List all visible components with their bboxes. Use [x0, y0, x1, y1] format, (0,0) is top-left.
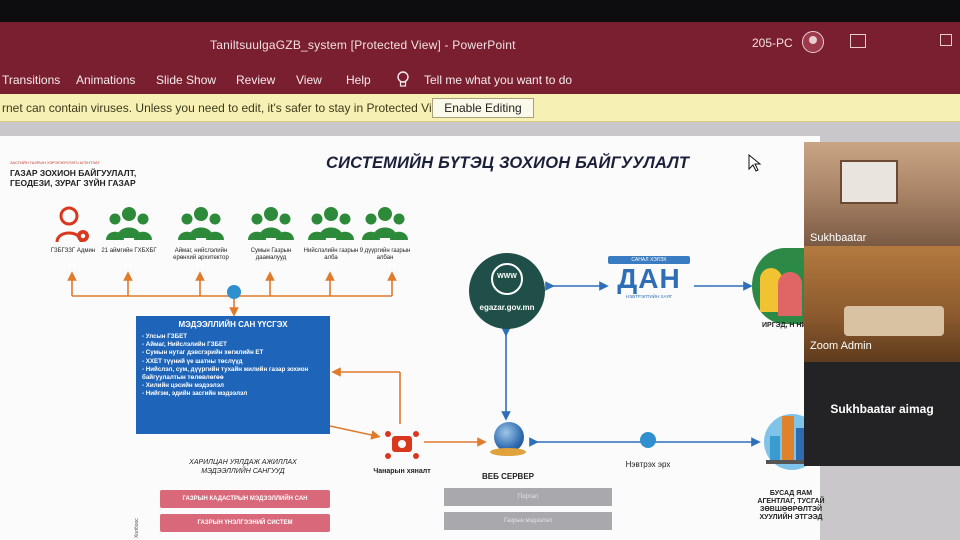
database-bar-cadastre: ГАЗРЫН КАДАСТРЫН МЭДЭЭЛЛИЙН САН: [160, 490, 330, 508]
slide: ЗАСГИЙН ГАЗРЫН ХЭРЭГЖҮҮЛЭГЧ АГЕНТЛАГ ГАЗ…: [0, 136, 825, 540]
www-label: WWW: [497, 273, 517, 280]
login-label: Нэвтрэх эрх: [625, 460, 671, 469]
tell-me-search[interactable]: Tell me what you want to do: [424, 73, 573, 87]
group-icon: [362, 207, 408, 240]
node-capital: Нийслэлийн газрын алба: [302, 204, 360, 262]
admin-gear-icon: [55, 206, 89, 243]
window-title: TaniltsuulgaGZB_system [Protected View] …: [210, 38, 516, 52]
node-admin: ГЗБГЗЗГ Админ: [44, 204, 102, 255]
list-item: - Нийгэм, эдийн засгийн мэдээлэл: [142, 390, 248, 398]
dan-main-text: ДАН: [617, 263, 681, 294]
citizens-label: ИРГЭД, Н НИЙ: [762, 322, 812, 329]
group-icon: [178, 207, 224, 240]
org-name: ГАЗАР ЗОХИОН БАЙГУУЛАЛТ, ГЕОДЕЗИ, ЗУРАГ …: [10, 168, 137, 188]
tab-slide-show[interactable]: Slide Show: [156, 73, 217, 87]
dan-top-text: САНАЛ ХЭЛЭХ: [608, 256, 690, 264]
node-soum: Сумын Газрын даамалууд: [242, 204, 300, 262]
zoom-video-panel: Sukhbaatar Zoom Admin Sukhbaatar aimag: [804, 142, 960, 466]
database-creation-box: МЭДЭЭЛЛИЙН САН ҮҮСГЭХ - Улсын ГЗБЕТ - Ай…: [136, 316, 330, 434]
quality-control-icon: [385, 431, 419, 459]
node-label: 9 дүүргийн газрын албан: [359, 248, 411, 261]
node-label: Сумын Газрын даамалууд: [250, 248, 292, 261]
video-tile-3[interactable]: [804, 362, 960, 466]
list-item: - ХХЕТ түүний үе шатны төслүүд: [142, 357, 243, 365]
video-tile-1[interactable]: [804, 142, 960, 246]
list-item: - Нийслэл, сум, дүүргийн тухайн жилийн г…: [142, 365, 309, 382]
node-label: 21 аймгийн ГХБХБГ: [101, 248, 157, 254]
tab-help[interactable]: Help: [346, 73, 371, 87]
dan-logo: САНАЛ ХЭЛЭХ ДАН НЭВТРЭЛТИЙН ХАЯГ: [608, 256, 690, 308]
participant-name: Zoom Admin: [810, 340, 872, 352]
tab-animations[interactable]: Animations: [76, 73, 136, 87]
participant-name: Sukhbaatar aimag: [830, 402, 934, 416]
title-bar: TaniltsuulgaGZB_system [Protected View] …: [0, 0, 960, 66]
tab-transitions[interactable]: Transitions: [2, 73, 61, 87]
login-icon: [640, 432, 656, 448]
ribbon-display-options-icon[interactable]: [850, 34, 866, 48]
node-label: Нийслэлийн газрын алба: [303, 248, 359, 261]
list-item: - Хилийн цэсийн мэдээлэл: [142, 382, 224, 390]
web-server-icon: [486, 422, 530, 462]
protected-view-message: rnet can contain viruses. Unless you nee…: [2, 101, 450, 115]
agencies-label: БУСАД ЯАМ АГЕНТЛАГ, ТУСГАЙ ЗӨВШӨӨРӨЛТЭЙ …: [757, 490, 825, 521]
restore-window-icon[interactable]: [940, 34, 952, 46]
web-server-label: ВЕБ СЕРВЕР: [482, 472, 534, 481]
user-name[interactable]: 205-PC: [752, 36, 793, 50]
tab-view[interactable]: View: [296, 73, 322, 87]
dan-bottom-text: НЭВТРЭЛТИЙН ХАЯГ: [625, 294, 673, 299]
video-tile-2[interactable]: [804, 246, 960, 362]
node-aimag: 21 аймгийн ГХБХБГ: [100, 204, 158, 255]
databases-heading: ХАРИЛЦАН УЯЛДАЖ АЖИЛЛАХ МЭДЭЭЛЛИЙН САНГУ…: [189, 459, 297, 475]
protected-view-bar: rnet can contain viruses. Unless you nee…: [0, 94, 960, 122]
group-icon: [106, 207, 152, 240]
participant-name: Sukhbaatar: [810, 232, 867, 244]
node-label: Аймаг, нийслэлийн ерөнхий архитектор: [173, 248, 229, 261]
group-icon: [248, 207, 294, 240]
list-item: - Сумын нутаг дэвсгэрийн хөгжлийн ЕТ: [142, 349, 264, 357]
globe-icon: [491, 263, 523, 295]
quality-control-label: Чанарын хяналт: [373, 468, 431, 475]
slide-canvas: ЗАСГИЙН ГАЗРЫН ХЭРЭГЖҮҮЛЭГЧ АГЕНТЛАГ ГАЗ…: [0, 122, 960, 540]
tab-review[interactable]: Review: [236, 73, 276, 87]
mouse-cursor-icon: [748, 154, 762, 172]
list-item: - Аймаг, Нийслэлийн ГЗБЕТ: [142, 341, 227, 349]
avatar[interactable]: [802, 31, 824, 53]
node-district: 9 дүүргийн газрын албан: [356, 204, 414, 262]
node-label: ГЗБГЗЗГ Админ: [50, 248, 96, 254]
group-icon: [308, 207, 354, 240]
list-item: - Улсын ГЗБЕТ: [142, 333, 188, 340]
lightbulb-icon: [397, 71, 409, 87]
website-globe: WWW egazar.gov.mn: [469, 253, 545, 329]
org-banner: ЗАСГИЙН ГАЗРЫН ХЭРЭГЖҮҮЛЭГЧ АГЕНТЛАГ: [10, 160, 100, 165]
slide-title: СИСТЕМИЙН БҮТЭЦ ЗОХИОН БАЙГУУЛАЛТ: [326, 154, 690, 172]
databases-side-label: Холбоос: [134, 518, 140, 538]
enable-editing-button[interactable]: Enable Editing: [432, 98, 534, 118]
grey-bar-land-info: Газрын мэдээлэл: [444, 512, 612, 530]
ribbon-tabs: Transitions Animations Slide Show Review…: [0, 66, 960, 94]
website-domain: egazar.gov.mn: [479, 303, 535, 312]
connector-lines: [67, 271, 761, 447]
top-black-strip: [0, 0, 960, 22]
grey-bar-portal: Портал: [444, 488, 612, 506]
node-architect: Аймаг, нийслэлийн ерөнхий архитектор: [172, 204, 230, 262]
database-bar-valuation: ГАЗРЫН ҮНЭЛГЭЭНИЙ СИСТЕМ: [160, 514, 330, 532]
infobox-heading: МЭДЭЭЛЛИЙН САН ҮҮСГЭХ: [178, 320, 288, 329]
